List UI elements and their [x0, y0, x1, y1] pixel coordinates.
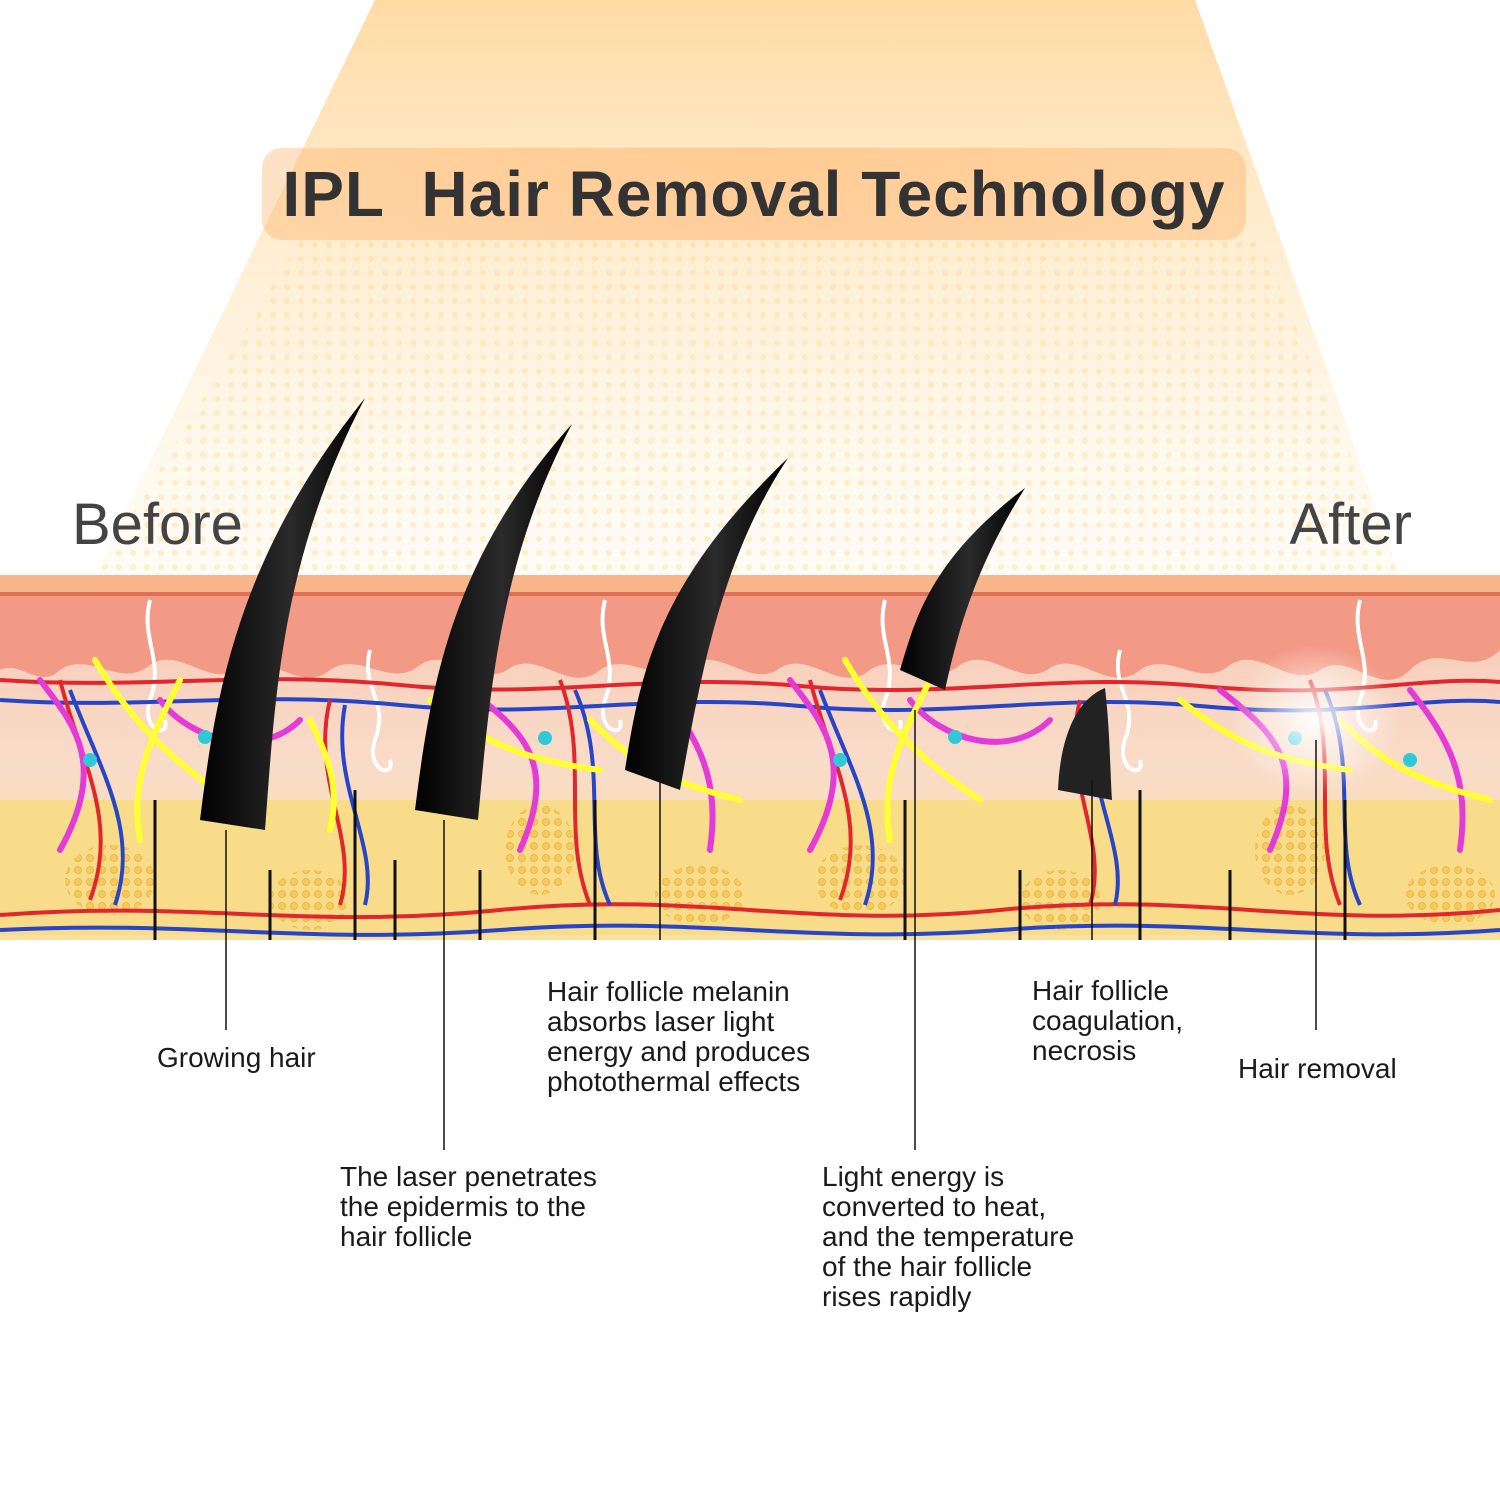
- callout-laser-penetrates: The laser penetrates the epidermis to th…: [340, 1161, 597, 1252]
- page-title: IPL Hair Removal Technology: [282, 158, 1226, 230]
- title-band: [262, 148, 1246, 240]
- light-beam-dots: [95, 240, 1400, 575]
- follicle-lines: [153, 790, 1347, 940]
- hair-penetrated: [415, 424, 572, 820]
- callout-growing-hair: Growing hair: [157, 1042, 316, 1073]
- before-label: Before: [72, 492, 243, 557]
- callout-coagulation-necrosis: Hair follicle coagulation, necrosis: [1032, 975, 1184, 1066]
- hair-shortened: [900, 488, 1025, 690]
- stratum-corneum: [0, 575, 1500, 593]
- nerves: [37, 657, 1493, 853]
- callout-hair-removal: Hair removal: [1238, 1053, 1397, 1084]
- hair-growing: [200, 398, 365, 830]
- hair-heating: [625, 458, 788, 790]
- callout-leaders: [225, 710, 1317, 1150]
- after-label: After: [1289, 492, 1413, 557]
- removal-glow: [1230, 645, 1400, 795]
- hair-necrotic-stub: [1058, 688, 1112, 800]
- hair-stages: [200, 398, 1400, 830]
- callout-melanin-absorbs: Hair follicle melanin absorbs laser ligh…: [547, 976, 811, 1097]
- epidermis-layer: [0, 590, 1500, 680]
- skin-surface-line: [0, 592, 1500, 596]
- callout-heat-conversion: Light energy is converted to heat, and t…: [822, 1161, 1075, 1312]
